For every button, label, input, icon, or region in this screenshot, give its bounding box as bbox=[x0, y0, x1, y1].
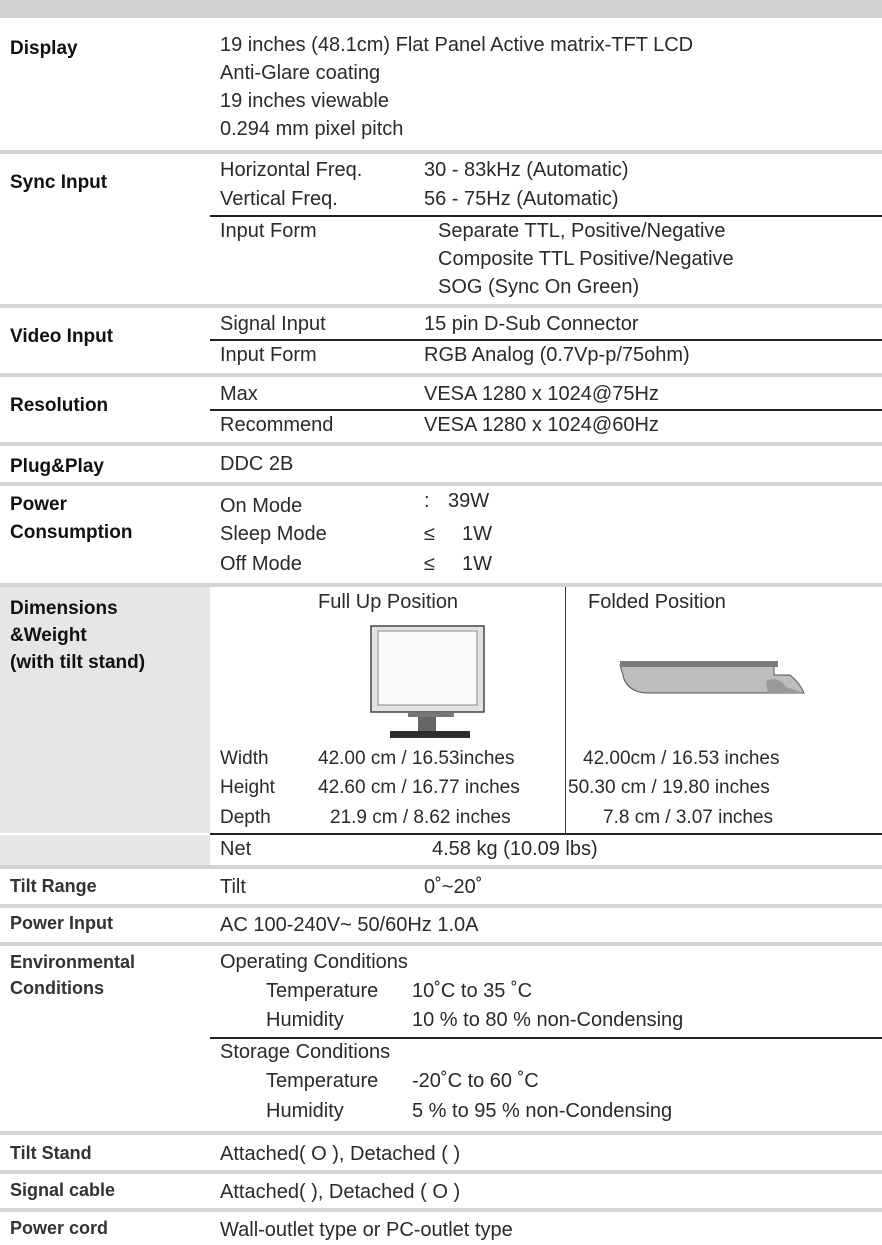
plug-label: Plug&Play bbox=[10, 456, 104, 477]
st-temp-label: Temperature bbox=[266, 1070, 379, 1092]
label-shade bbox=[0, 587, 210, 833]
section-divider bbox=[0, 304, 882, 308]
resolution-label: Resolution bbox=[10, 395, 109, 416]
video-signal-label: Signal Input bbox=[220, 313, 326, 335]
tilt-name: Tilt bbox=[220, 876, 246, 898]
resolution-rec-label: Recommend bbox=[220, 414, 334, 436]
row-divider bbox=[210, 409, 882, 411]
signal-cable-label: Signal cable bbox=[10, 1180, 116, 1200]
row-divider bbox=[210, 1037, 882, 1039]
monitor-upright-icon bbox=[370, 625, 485, 738]
sync-form-line: SOG (Sync On Green) bbox=[438, 276, 640, 298]
section-divider bbox=[0, 904, 882, 908]
dim-row-name: Height bbox=[220, 777, 275, 798]
power-input-value: AC 100-240V~ 50/60Hz 1.0A bbox=[220, 914, 479, 936]
sync-h-value: 30 - 83kHz (Automatic) bbox=[424, 159, 629, 181]
section-divider bbox=[0, 865, 882, 869]
display-line: 19 inches viewable bbox=[220, 90, 389, 112]
tilt-label: Tilt Range bbox=[10, 876, 97, 896]
dim-full-value: 21.9 cm / 8.62 inches bbox=[330, 807, 511, 828]
op-hum-label: Humidity bbox=[266, 1009, 344, 1031]
sync-form-line: Separate TTL, Positive/Negative bbox=[438, 220, 726, 242]
section-divider bbox=[0, 150, 882, 154]
operating-heading: Operating Conditions bbox=[220, 951, 408, 973]
st-hum-label: Humidity bbox=[266, 1100, 344, 1122]
section-divider bbox=[0, 373, 882, 377]
section-divider bbox=[0, 482, 882, 486]
resolution-max-label: Max bbox=[220, 383, 258, 405]
signal-cable-value: Attached( ), Detached ( O ) bbox=[220, 1181, 461, 1203]
sync-v-value: 56 - 75Hz (Automatic) bbox=[424, 188, 619, 210]
sync-form-line: Composite TTL Positive/Negative bbox=[438, 248, 734, 270]
dim-row-name: Depth bbox=[220, 807, 271, 828]
folded-heading: Folded Position bbox=[588, 591, 726, 613]
dim-full-value: 42.60 cm / 16.77 inches bbox=[318, 777, 520, 798]
display-line: 19 inches (48.1cm) Flat Panel Active mat… bbox=[220, 34, 694, 56]
dim-full-value: 42.00 cm / 16.53inches bbox=[318, 748, 515, 769]
power-label: Power bbox=[10, 494, 68, 515]
power-mode-sym: ≤ bbox=[424, 523, 435, 545]
row-divider bbox=[210, 339, 882, 341]
row-divider bbox=[210, 215, 882, 217]
sync-form-label: Input Form bbox=[220, 220, 317, 242]
environment-label: Conditions bbox=[10, 978, 104, 998]
op-temp-label: Temperature bbox=[266, 980, 379, 1002]
section-divider bbox=[0, 1131, 882, 1135]
storage-heading: Storage Conditions bbox=[220, 1041, 391, 1063]
video-signal-value: 15 pin D-Sub Connector bbox=[424, 313, 639, 335]
power-mode-value: 1W bbox=[462, 523, 492, 545]
op-temp-value: 10˚C to 35 ˚C bbox=[412, 980, 533, 1002]
power-cord-value: Wall-outlet type or PC-outlet type bbox=[220, 1219, 513, 1241]
power-label: Consumption bbox=[10, 522, 133, 543]
section-divider bbox=[0, 1170, 882, 1174]
environment-label: Environmental bbox=[10, 952, 136, 972]
power-cord-label: Power cord bbox=[10, 1218, 109, 1238]
power-mode-name: Sleep Mode bbox=[220, 523, 327, 545]
net-value: 4.58 kg (10.09 lbs) bbox=[432, 838, 598, 860]
row-divider bbox=[210, 833, 882, 835]
sync-label: Sync Input bbox=[10, 172, 108, 193]
power-mode-sym: : bbox=[424, 490, 430, 512]
display-line: 0.294 mm pixel pitch bbox=[220, 118, 404, 140]
dimensions-label: (with tilt stand) bbox=[10, 652, 146, 673]
video-label: Video Input bbox=[10, 326, 114, 347]
tilt-stand-value: Attached( O ), Detached ( ) bbox=[220, 1143, 461, 1165]
monitor-folded-icon bbox=[619, 661, 805, 694]
resolution-max-value: VESA 1280 x 1024@75Hz bbox=[424, 383, 659, 405]
power-mode-name: On Mode bbox=[220, 495, 303, 517]
video-form-value: RGB Analog (0.7Vp-p/75ohm) bbox=[424, 344, 690, 366]
full-up-heading: Full Up Position bbox=[318, 591, 459, 613]
st-hum-value: 5 % to 95 % non-Condensing bbox=[412, 1100, 673, 1122]
dim-fold-value: 7.8 cm / 3.07 inches bbox=[603, 807, 774, 828]
sync-h-label: Horizontal Freq. bbox=[220, 159, 363, 181]
column-divider bbox=[565, 587, 566, 833]
top-bar bbox=[0, 0, 882, 18]
display-label: Display bbox=[10, 38, 78, 59]
section-divider bbox=[0, 1208, 882, 1212]
dim-row-name: Width bbox=[220, 748, 269, 769]
net-label: Net bbox=[220, 838, 252, 860]
dim-fold-value: 50.30 cm / 19.80 inches bbox=[568, 777, 770, 798]
power-mode-name: Off Mode bbox=[220, 553, 302, 575]
label-shade bbox=[0, 835, 210, 865]
dimensions-label: Dimensions bbox=[10, 598, 118, 619]
power-mode-value: 1W bbox=[462, 553, 492, 575]
sync-v-label: Vertical Freq. bbox=[220, 188, 338, 210]
power-mode-sym: ≤ bbox=[424, 553, 435, 575]
tilt-stand-label: Tilt Stand bbox=[10, 1143, 92, 1163]
display-line: Anti-Glare coating bbox=[220, 62, 381, 84]
dim-fold-value: 42.00cm / 16.53 inches bbox=[583, 748, 780, 769]
section-divider bbox=[0, 942, 882, 946]
tilt-value: 0˚~20˚ bbox=[424, 876, 483, 898]
video-form-label: Input Form bbox=[220, 344, 317, 366]
section-divider bbox=[0, 583, 882, 587]
section-divider bbox=[0, 442, 882, 446]
st-temp-value: -20˚C to 60 ˚C bbox=[412, 1070, 539, 1092]
dimensions-label: &Weight bbox=[10, 625, 87, 646]
resolution-rec-value: VESA 1280 x 1024@60Hz bbox=[424, 414, 659, 436]
plug-value: DDC 2B bbox=[220, 453, 294, 475]
power-mode-value: 39W bbox=[448, 490, 490, 512]
op-hum-value: 10 % to 80 % non-Condensing bbox=[412, 1009, 684, 1031]
power-input-label: Power Input bbox=[10, 913, 113, 933]
